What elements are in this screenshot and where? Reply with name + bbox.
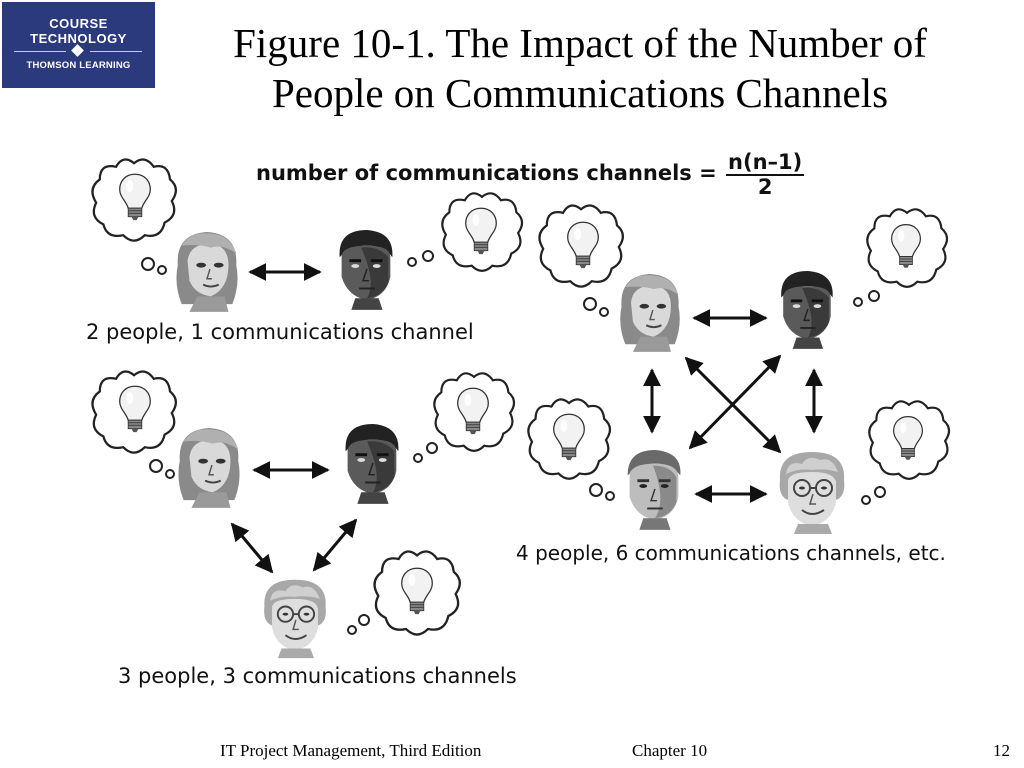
thought-bubble — [861, 400, 951, 505]
footer-chapter: Chapter 10 — [632, 741, 708, 760]
thought-bubble — [853, 208, 949, 307]
slide-title-line-1: Figure 10-1. The Impact of the Number of — [233, 20, 927, 66]
caption-three-people: 3 people, 3 communications channels — [118, 664, 517, 688]
channel-formula: number of communications channels = n(n–… — [256, 150, 805, 199]
slide-title-line-2: People on Communications Channels — [271, 70, 889, 116]
formula-numerator: n(n–1) — [726, 150, 805, 176]
formula-fraction: n(n–1) 2 — [726, 150, 805, 199]
logo-line-1: COURSE — [49, 16, 108, 31]
channel-arrow — [230, 522, 274, 574]
course-technology-logo: COURSE TECHNOLOGY THOMSON LEARNING — [2, 2, 155, 88]
old-man-avatar — [263, 578, 327, 660]
thought-bubble — [91, 370, 178, 479]
man-avatar — [780, 269, 834, 350]
logo-diamond-icon — [66, 44, 90, 58]
thought-bubble — [347, 550, 461, 636]
logo-line-2: TECHNOLOGY — [30, 31, 127, 46]
caption-four-people: 4 people, 6 communications channels, etc… — [516, 541, 946, 565]
caption-two-people: 2 people, 1 communications channel — [86, 320, 474, 344]
woman-avatar — [175, 230, 239, 313]
thought-bubble — [91, 158, 178, 275]
man-avatar — [338, 228, 394, 311]
footer-course: IT Project Management, Third Edition — [220, 741, 482, 760]
thought-bubble — [407, 192, 524, 272]
channel-arrow — [312, 518, 358, 572]
man-avatar — [344, 422, 400, 505]
page-number: 12 — [993, 741, 1010, 760]
old-man-avatar — [778, 450, 846, 536]
channel-arrow — [688, 354, 782, 450]
woman-avatar — [619, 272, 681, 353]
slide-title: Figure 10-1. The Impact of the Number of… — [160, 18, 1000, 118]
thought-bubble — [413, 372, 516, 463]
logo-line-3: THOMSON LEARNING — [26, 60, 131, 71]
woman-avatar — [177, 426, 241, 509]
thought-bubble — [527, 398, 615, 501]
formula-lhs: number of communications channels = — [256, 161, 717, 185]
man-avatar — [626, 448, 682, 531]
thought-bubble — [538, 204, 625, 317]
formula-denominator: 2 — [757, 175, 773, 199]
